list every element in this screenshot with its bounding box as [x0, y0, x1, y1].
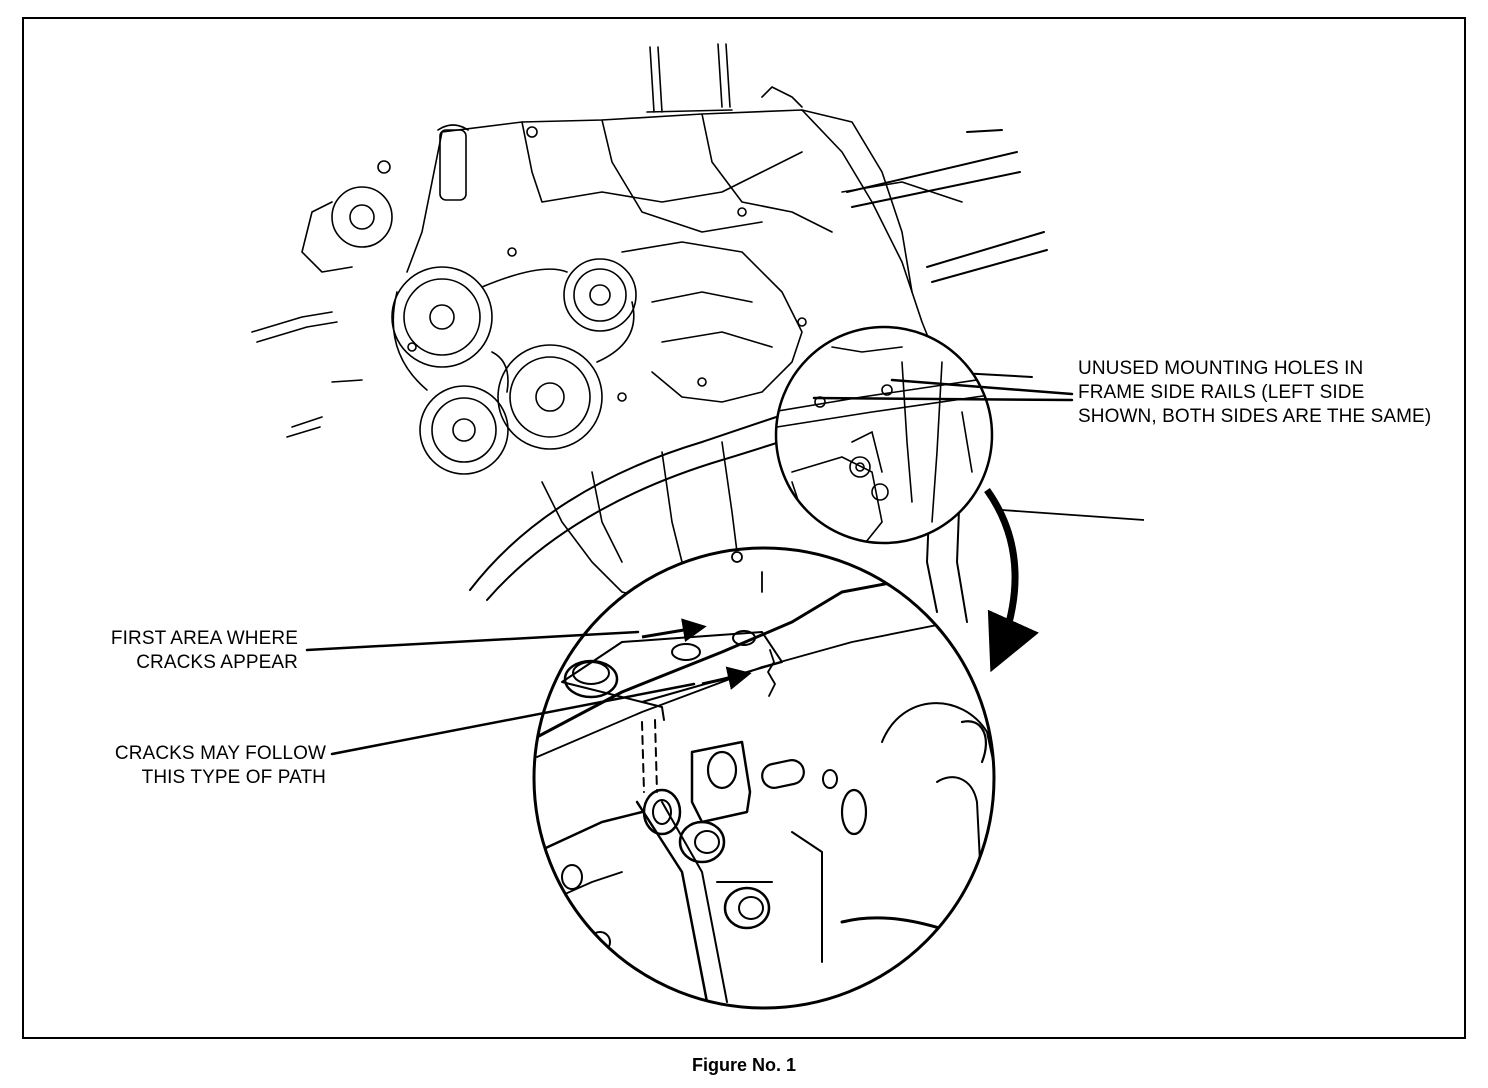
engine-frame-illustration — [251, 43, 1145, 1010]
engine-block — [251, 43, 963, 603]
callout-first-area-cracks: FIRST AREA WHERE CRACKS APPEAR — [60, 627, 298, 675]
zoom-arrow — [984, 487, 1039, 673]
callout-line: UNUSED MOUNTING HOLES IN — [1078, 358, 1364, 379]
leader-unused-holes-2 — [812, 396, 1074, 402]
leader-first-area — [305, 630, 640, 652]
figure-frame — [22, 17, 1466, 1039]
callout-line: CRACKS APPEAR — [136, 652, 298, 673]
callout-crack-path: CRACKS MAY FOLLOW THIS TYPE OF PATH — [60, 742, 326, 790]
callout-line: CRACKS MAY FOLLOW — [114, 743, 326, 764]
detail-circle-small — [774, 325, 994, 545]
detail-circle-zoom — [532, 546, 996, 1010]
callout-line: FIRST AREA WHERE — [110, 628, 298, 649]
figure-caption: Figure No. 1 — [691, 1055, 796, 1075]
callout-line: THIS TYPE OF PATH — [141, 767, 326, 788]
callout-line: FRAME SIDE RAILS (LEFT SIDE — [1078, 382, 1365, 403]
callout-unused-mounting-holes: UNUSED MOUNTING HOLES IN FRAME SIDE RAIL… — [1078, 357, 1431, 429]
leader-unused-holes-1 — [890, 378, 1074, 396]
leader-lines — [305, 378, 1074, 756]
leader-crack-path — [330, 682, 696, 756]
callout-line: SHOWN, BOTH SIDES ARE THE SAME) — [1078, 406, 1432, 427]
